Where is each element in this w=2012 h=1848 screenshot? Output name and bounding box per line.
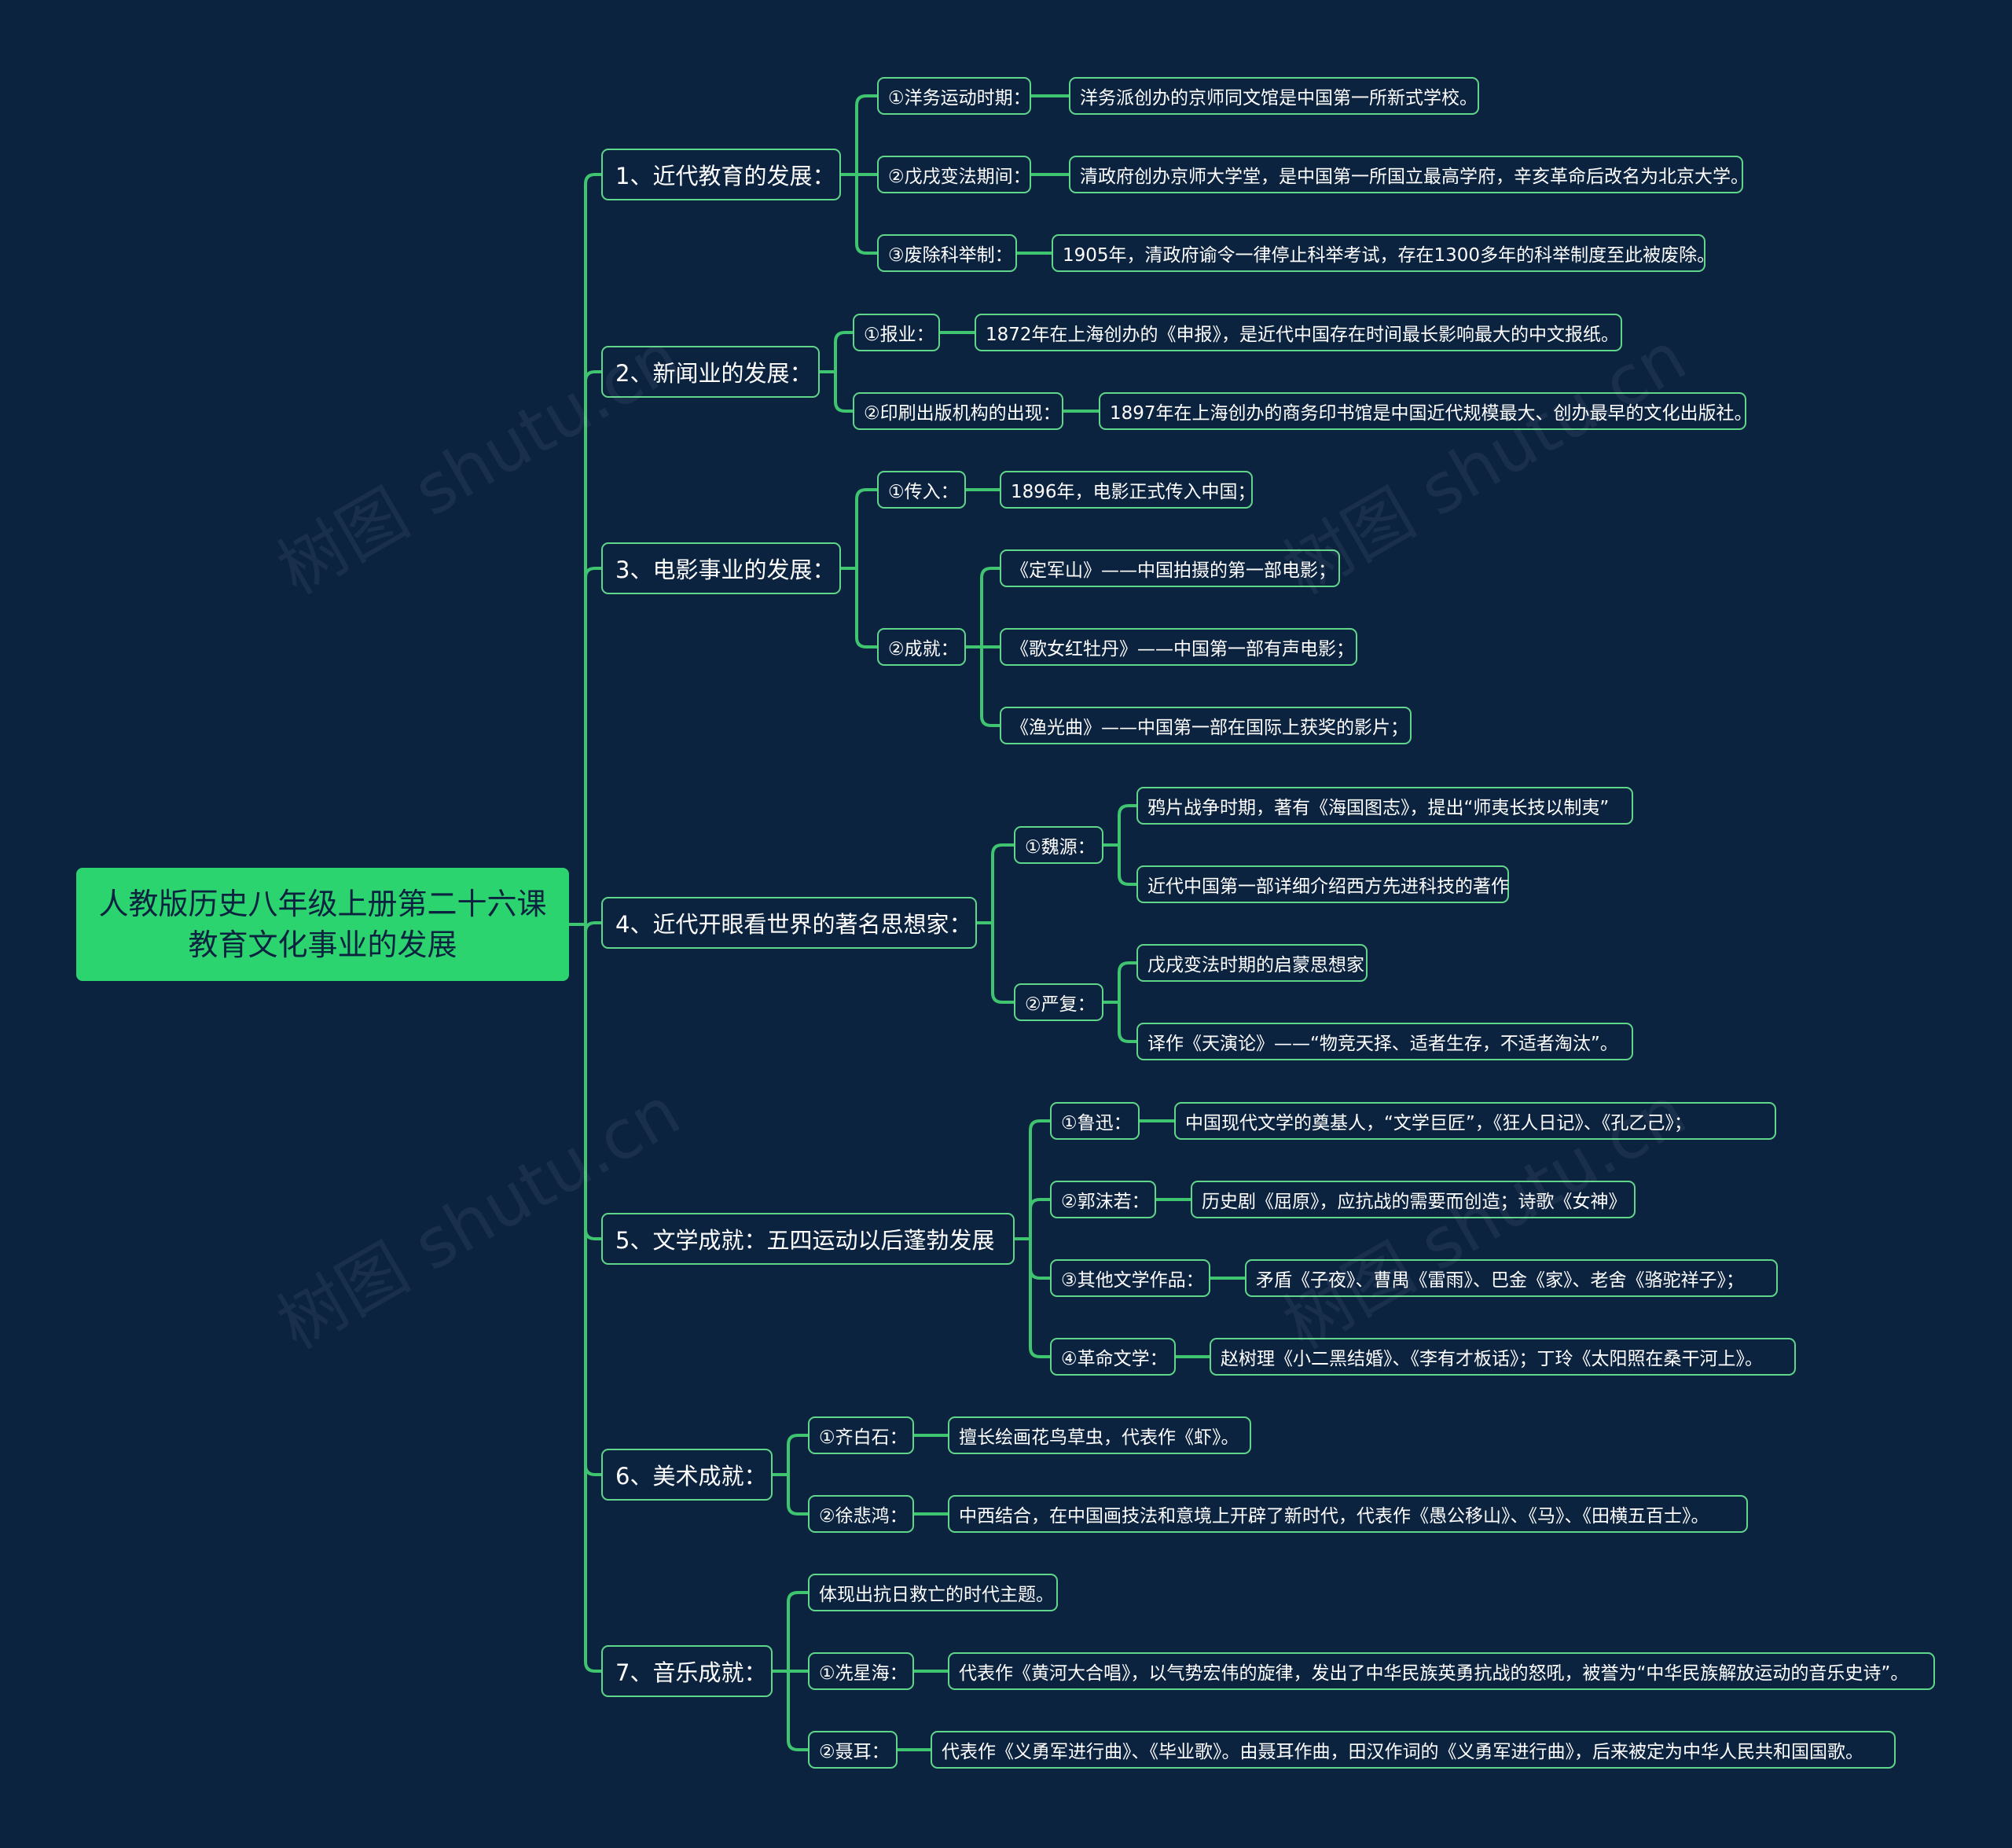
branch-topic-2[interactable]: 2、新闻业的发展： — [601, 346, 820, 398]
connector — [787, 1670, 810, 1751]
leaf-5-4-1[interactable]: 赵树理《小二黑结婚》、《李有才板话》；丁玲《太阳照在桑干河上》。 — [1210, 1338, 1796, 1376]
connector — [991, 843, 1015, 924]
connector — [1118, 961, 1138, 1004]
subtopic-5-1[interactable]: ①鲁迅： — [1050, 1102, 1140, 1140]
subtopic-4-1[interactable]: ①魏源： — [1014, 826, 1103, 864]
connector — [991, 921, 1015, 1004]
leaf-5-3-1[interactable]: 矛盾《子夜》、曹禺《雷雨》、巴金《家》、老舍《骆驼祥子》； — [1245, 1259, 1778, 1297]
subtopic-5-2[interactable]: ②郭沫若： — [1050, 1181, 1156, 1218]
root-title-line2: 教育文化事业的发展 — [188, 928, 457, 962]
connector — [980, 645, 1001, 727]
connector — [787, 1473, 810, 1516]
subtopic-2-1[interactable]: ①报业： — [853, 314, 940, 351]
subtopic-7-1[interactable]: 体现出抗日救亡的时代主题。 — [808, 1574, 1058, 1611]
leaf-2-2-1[interactable]: 1897年在上海创办的商务印书馆是中国近代规模最大、创办最早的文化出版社。 — [1099, 392, 1753, 430]
subtopic-1-2[interactable]: ②戊戌变法期间： — [877, 156, 1031, 193]
subtopic-6-2[interactable]: ②徐悲鸿： — [808, 1495, 914, 1533]
connector — [584, 370, 603, 926]
leaf-3-1-1[interactable]: 1896年，电影正式传入中国； — [1000, 471, 1256, 509]
connector — [980, 567, 1001, 648]
leaf-5-2-1[interactable]: 历史剧《屈原》，应抗战的需要而创造；诗歌《女神》 — [1191, 1181, 1636, 1218]
subtopic-6-1[interactable]: ①齐白石： — [808, 1416, 914, 1454]
root-title-line1: 人教版历史八年级上册第二十六课 — [98, 887, 547, 921]
leaf-7-2-1[interactable]: 代表作《黄河大合唱》，以气势宏伟的旋律，发出了中华民族英勇抗战的怒吼，被誉为“中… — [948, 1652, 1935, 1690]
leaf-5-1-1[interactable]: 中国现代文学的奠基人，“文学巨匠”，《狂人日记》、《孔乙己》； — [1174, 1102, 1776, 1140]
leaf-3-2-3[interactable]: 《渔光曲》——中国第一部在国际上获奖的影片； — [1000, 707, 1412, 744]
leaf-4-2-1[interactable]: 戊戌变法时期的启蒙思想家 — [1136, 944, 1368, 982]
leaf-1-1-1[interactable]: 洋务派创办的京师同文馆是中国第一所新式学校。 — [1069, 77, 1479, 115]
subtopic-5-3[interactable]: ③其他文学作品： — [1050, 1259, 1210, 1297]
root-topic[interactable]: 人教版历史八年级上册第二十六课教育文化事业的发展 — [76, 868, 569, 981]
leaf-2-1-1[interactable]: 1872年在上海创办的《申报》，是近代中国存在时间最长影响最大的中文报纸。 — [975, 314, 1622, 351]
connector — [584, 921, 603, 933]
subtopic-5-4[interactable]: ④革命文学： — [1050, 1338, 1176, 1376]
subtopic-7-3[interactable]: ②聂耳： — [808, 1731, 898, 1769]
leaf-4-1-1[interactable]: 鸦片战争时期，著有《海国图志》，提出“师夷长技以制夷” — [1136, 787, 1633, 825]
branch-topic-5[interactable]: 5、文学成就：五四运动以后蓬勃发展 — [601, 1213, 1015, 1265]
subtopic-3-2[interactable]: ②成就： — [877, 628, 966, 666]
connector — [787, 1434, 810, 1476]
connector — [584, 567, 603, 926]
connector — [1029, 1119, 1052, 1240]
leaf-1-2-1[interactable]: 清政府创办京师大学堂，是中国第一所国立最高学府，辛亥革命后改名为北京大学。 — [1069, 156, 1749, 193]
connector — [1118, 804, 1138, 847]
connector — [1029, 1237, 1052, 1358]
leaf-4-1-2[interactable]: 近代中国第一部详细介绍西方先进科技的著作 — [1136, 865, 1509, 903]
subtopic-1-3[interactable]: ③废除科举制： — [877, 234, 1017, 272]
branch-topic-3[interactable]: 3、电影事业的发展： — [601, 542, 841, 594]
leaf-4-2-2[interactable]: 译作《天演论》——“物竞天择、适者生存，不适者淘汰”。 — [1136, 1023, 1633, 1060]
connector — [1118, 1001, 1138, 1043]
connector — [855, 94, 879, 176]
leaf-1-3-1[interactable]: 1905年，清政府谕令一律停止科举考试，存在1300多年的科举制度至此被废除。 — [1052, 234, 1715, 272]
branch-topic-6[interactable]: 6、美术成就： — [601, 1449, 773, 1501]
leaf-6-1-1[interactable]: 擅长绘画花鸟草虫，代表作《虾》。 — [948, 1416, 1251, 1454]
branch-topic-1[interactable]: 1、近代教育的发展： — [601, 149, 841, 200]
connector — [855, 173, 879, 255]
connector — [834, 331, 854, 373]
leaf-3-2-2[interactable]: 《歌女红牡丹》——中国第一部有声电影； — [1000, 628, 1357, 666]
leaf-7-3-1[interactable]: 代表作《义勇军进行曲》、《毕业歌》。由聂耳作曲，田汉作词的《义勇军进行曲》，后来… — [931, 1731, 1896, 1769]
connector — [584, 173, 603, 926]
leaf-6-2-1[interactable]: 中西结合，在中国画技法和意境上开辟了新时代，代表作《愚公移山》、《马》、《田横五… — [948, 1495, 1748, 1533]
subtopic-2-2[interactable]: ②印刷出版机构的出现： — [853, 392, 1063, 430]
connector — [1029, 1237, 1052, 1280]
branch-topic-4[interactable]: 4、近代开眼看世界的著名思想家： — [601, 897, 977, 949]
subtopic-4-2[interactable]: ②严复： — [1014, 983, 1103, 1021]
leaf-3-2-1[interactable]: 《定军山》——中国拍摄的第一部电影； — [1000, 549, 1340, 587]
subtopic-7-2[interactable]: ①冼星海： — [808, 1652, 914, 1690]
connector — [855, 488, 879, 570]
connector — [1029, 1198, 1052, 1240]
connector — [1118, 843, 1138, 886]
branch-topic-7[interactable]: 7、音乐成就： — [601, 1645, 773, 1697]
connector — [855, 567, 879, 648]
connector — [584, 923, 603, 1673]
connector — [834, 370, 854, 413]
connector — [787, 1591, 810, 1673]
subtopic-3-1[interactable]: ①传入： — [877, 471, 966, 509]
subtopic-1-1[interactable]: ①洋务运动时期： — [877, 77, 1031, 115]
